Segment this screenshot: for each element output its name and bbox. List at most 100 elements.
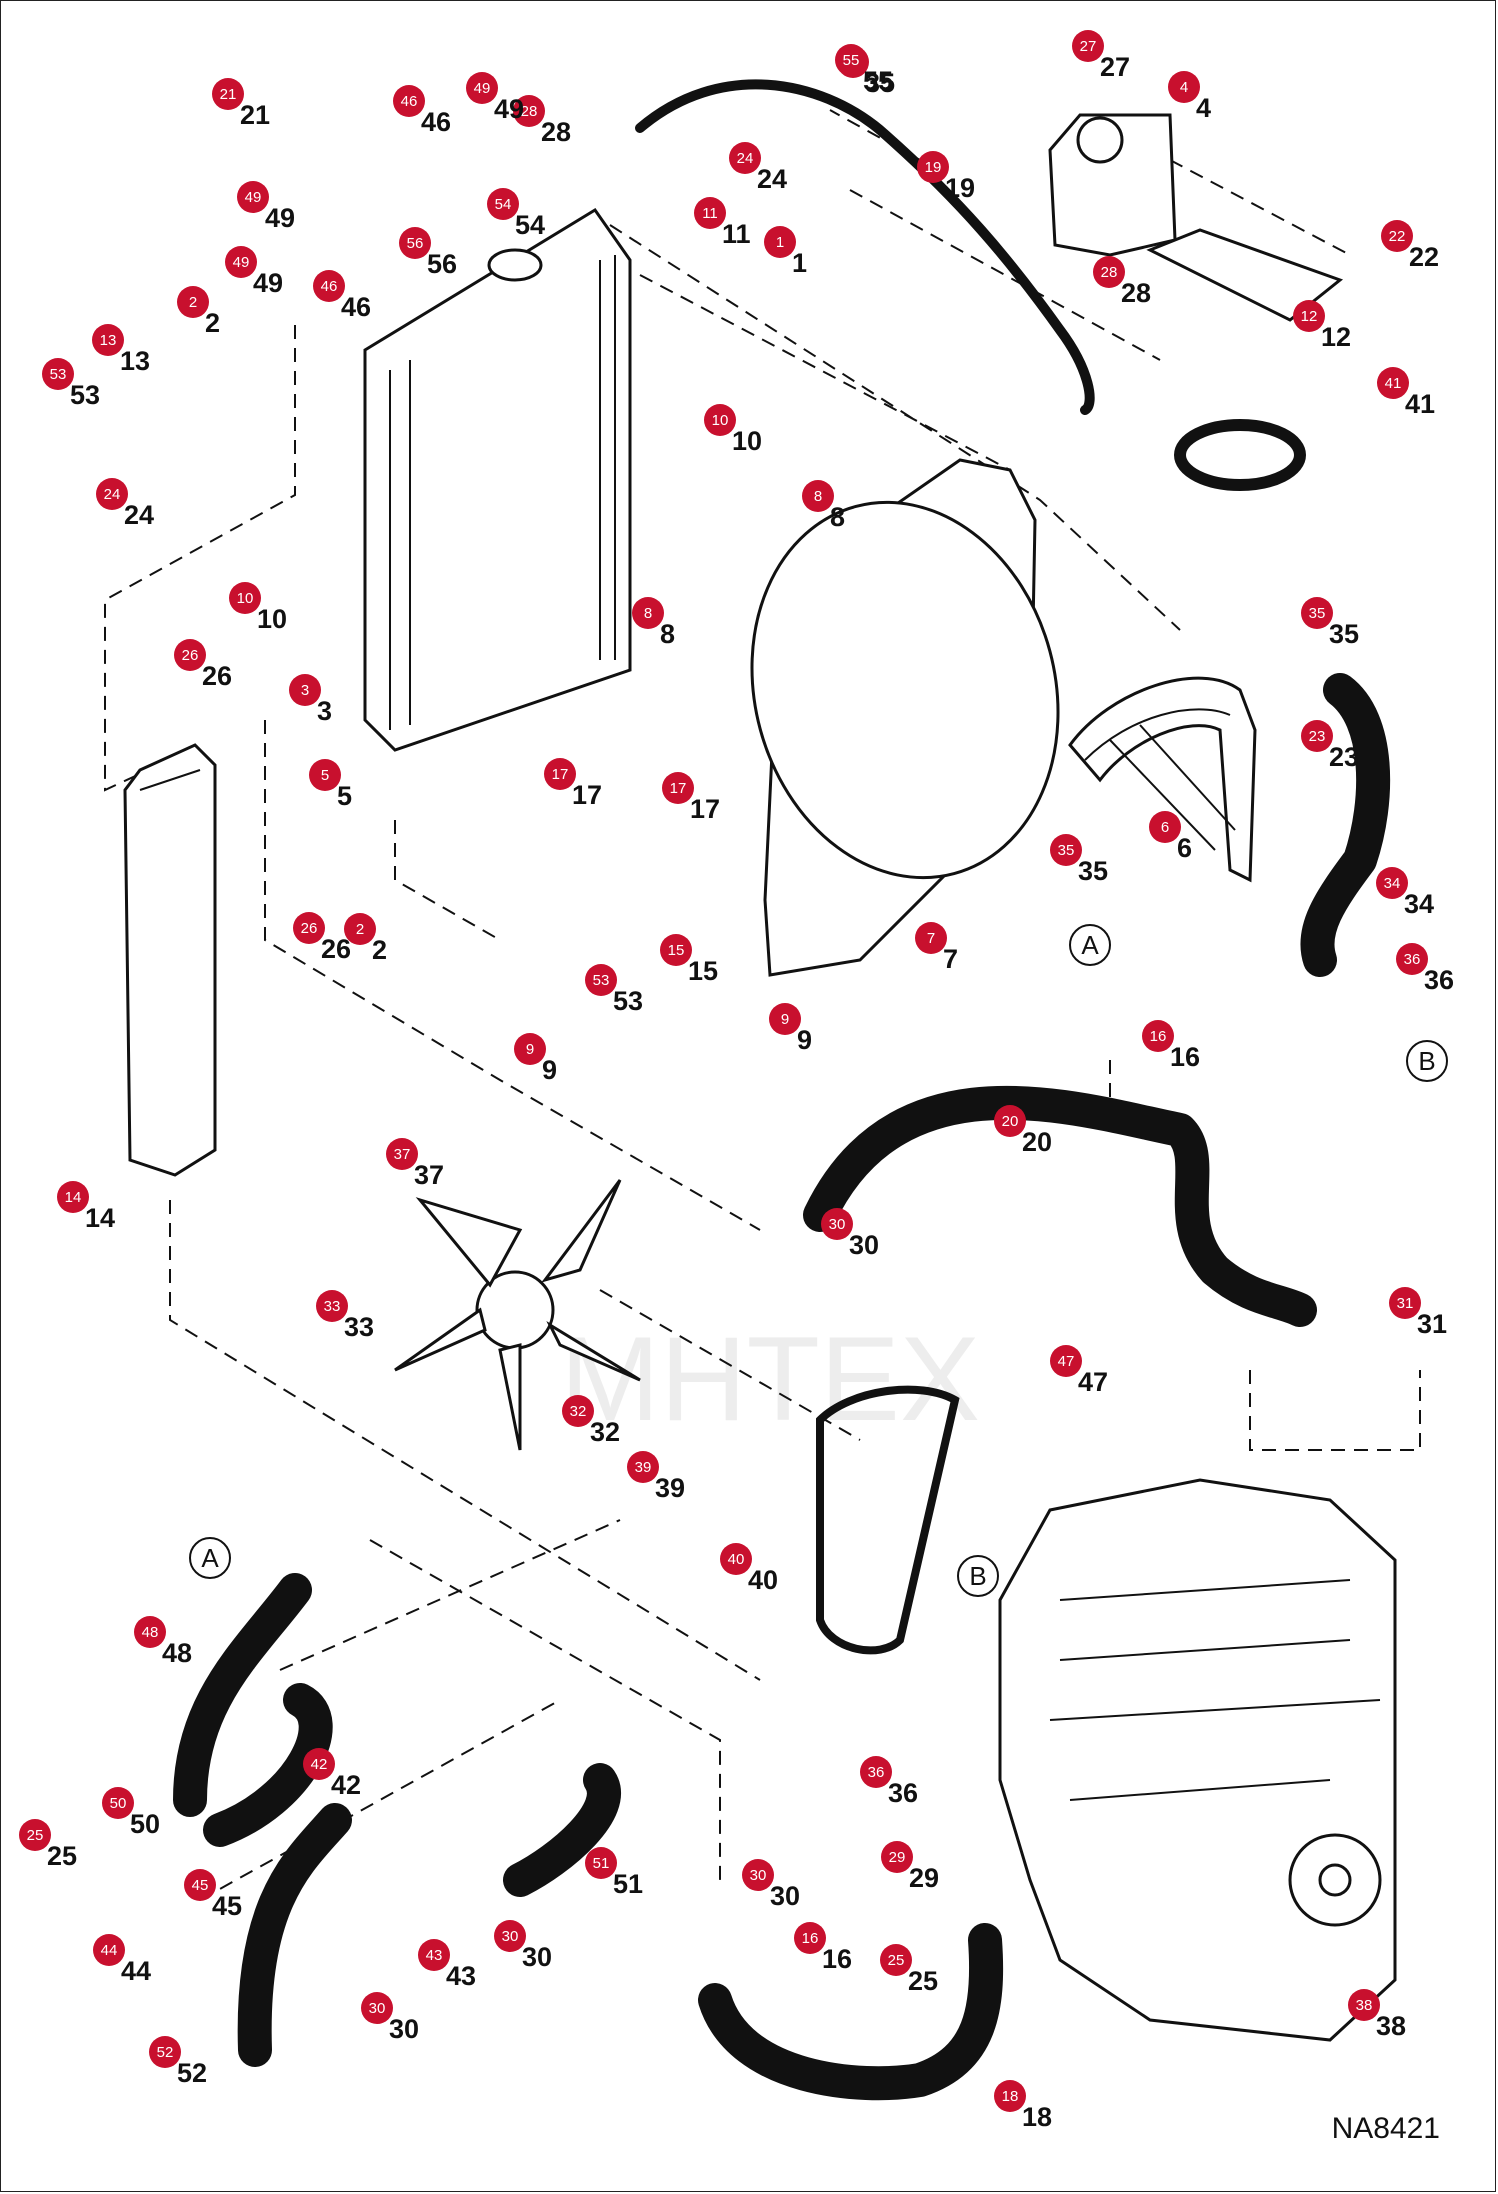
badge-circle-icon (994, 1105, 1026, 1137)
badge-circle-icon (149, 2036, 181, 2068)
badge-circle-icon (729, 142, 761, 174)
badge-circle-icon (93, 1934, 125, 1966)
ref-marker-a: A (1069, 924, 1111, 966)
callout-badge-number: 49 (233, 254, 250, 271)
expansion-tank (1048, 113, 1344, 322)
badge-circle-icon (494, 1920, 526, 1952)
callout-part-number: 21 (240, 100, 270, 130)
callout-9: 99 (769, 1003, 812, 1055)
badge-circle-icon (1050, 1345, 1082, 1377)
callout-badge-number: 54 (495, 196, 512, 213)
callout-1: 11 (764, 226, 807, 278)
engine (998, 1478, 1397, 2042)
callout-part-number: 6 (1177, 833, 1192, 863)
badge-circle-icon (96, 478, 128, 510)
callout-part-number: 50 (130, 1809, 160, 1839)
badge-circle-icon (720, 1543, 752, 1575)
callout-part-number: 7 (943, 944, 958, 974)
callout-part-number: 16 (822, 1944, 852, 1974)
badge-circle-icon (303, 1748, 335, 1780)
badge-circle-icon (1301, 597, 1333, 629)
badge-circle-icon (1389, 1287, 1421, 1319)
callout-part-number: 31 (1417, 1309, 1447, 1339)
callout-badge-number: 44 (101, 1942, 118, 1959)
badge-circle-icon (57, 1181, 89, 1213)
callout-part-number: 56 (427, 249, 457, 279)
badge-circle-icon (212, 78, 244, 110)
callout-badge-number: 30 (369, 2000, 386, 2017)
callout-badge-number: 31 (1397, 1295, 1414, 1312)
callout-badge-number: 24 (737, 150, 754, 167)
svg-text:A: A (201, 1543, 219, 1573)
callout-badge-number: 13 (100, 332, 117, 349)
callout-badge-number: 19 (925, 159, 942, 176)
callout-badge-number: 10 (237, 590, 254, 607)
callout-badge-number: 30 (829, 1216, 846, 1233)
callout-badge-number: 2 (356, 921, 364, 938)
callout-6: 66 (1149, 811, 1192, 863)
badge-circle-icon (399, 227, 431, 259)
callout-part-number: 30 (770, 1881, 800, 1911)
callout-part-number: 53 (70, 380, 100, 410)
badge-circle-icon (794, 1922, 826, 1954)
callout-part-number: 19 (945, 173, 975, 203)
callout-part-number: 30 (522, 1942, 552, 1972)
callout-badge-number: 46 (401, 93, 418, 110)
callout-3: 33 (289, 674, 332, 726)
callout-badge-number: 30 (750, 1867, 767, 1884)
callout-badge-number: 30 (502, 1928, 519, 1945)
callout-part-number: 37 (414, 1160, 444, 1190)
callout-part-number: 29 (909, 1863, 939, 1893)
callout-badge-number: 47 (1058, 1353, 1075, 1370)
callout-part-number: 49 (494, 94, 524, 124)
callout-part-number: 14 (85, 1203, 115, 1233)
callout-badge-number: 28 (1101, 264, 1118, 281)
callout-part-number: 18 (1022, 2102, 1052, 2132)
badge-circle-icon (660, 934, 692, 966)
callout-badge-number: 33 (324, 1298, 341, 1315)
callout-badge-number: 36 (1404, 951, 1421, 968)
badge-circle-icon (309, 759, 341, 791)
callout-badge-number: 23 (1309, 728, 1326, 745)
callout-badge-number: 16 (802, 1930, 819, 1947)
callout-part-number: 26 (321, 934, 351, 964)
callout-badge-number: 2 (189, 294, 197, 311)
callout-part-number: 27 (1100, 52, 1130, 82)
callout-layer: 1122223344556677888899991010101011111212… (19, 30, 1454, 2132)
ref-markers: A B A B (189, 924, 1448, 1597)
badge-circle-icon (1293, 300, 1325, 332)
badge-circle-icon (177, 286, 209, 318)
badge-circle-icon (704, 404, 736, 436)
callout-part-number: 36 (1424, 965, 1454, 995)
callout-part-number: 48 (162, 1638, 192, 1668)
callout-part-number: 10 (257, 604, 287, 634)
callout-part-number: 49 (265, 203, 295, 233)
badge-circle-icon (1396, 943, 1428, 975)
callout-part-number: 13 (120, 346, 150, 376)
callout-part-number: 3 (317, 696, 332, 726)
callout-badge-number: 21 (220, 86, 237, 103)
callout-part-number: 10 (732, 426, 762, 456)
badge-circle-icon (289, 674, 321, 706)
callout-part-number: 11 (722, 219, 751, 249)
callout-part-number: 28 (541, 117, 571, 147)
callout-badge-number: 10 (712, 412, 729, 429)
callout-part-number: 35 (1078, 856, 1108, 886)
callout-part-number: 46 (341, 292, 371, 322)
